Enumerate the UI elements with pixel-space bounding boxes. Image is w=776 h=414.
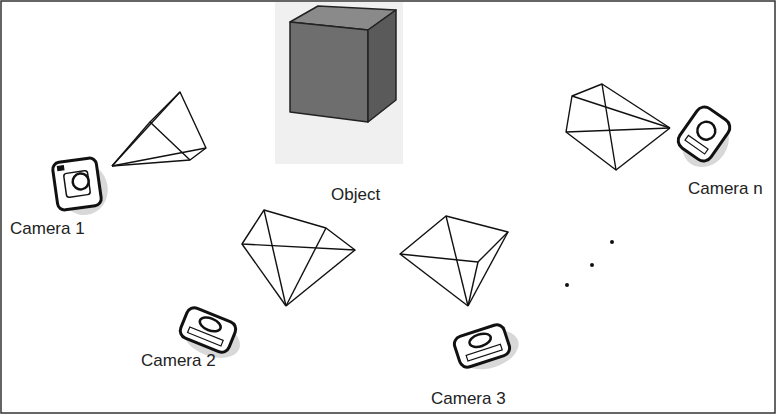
camera-icon (452, 320, 523, 377)
object-label: Object (331, 186, 380, 205)
camera-label: Camera 1 (10, 220, 85, 239)
continuation-dots (565, 240, 614, 287)
cube-front (290, 22, 368, 122)
frustum-3 (400, 216, 508, 306)
camera-label: Camera 2 (141, 352, 216, 371)
cube-side (368, 10, 396, 122)
frustum-2 (242, 210, 355, 306)
view-frustums (112, 84, 670, 306)
camera-icon (52, 156, 111, 219)
camera-icon (670, 103, 741, 176)
object-cube (290, 6, 396, 122)
cameras (52, 103, 741, 376)
frustum-n (566, 84, 670, 170)
frustum-1 (112, 92, 206, 166)
object-backdrop (275, 2, 403, 164)
camera-label: Camera n (688, 180, 763, 199)
camera-label: Camera 3 (431, 390, 506, 409)
